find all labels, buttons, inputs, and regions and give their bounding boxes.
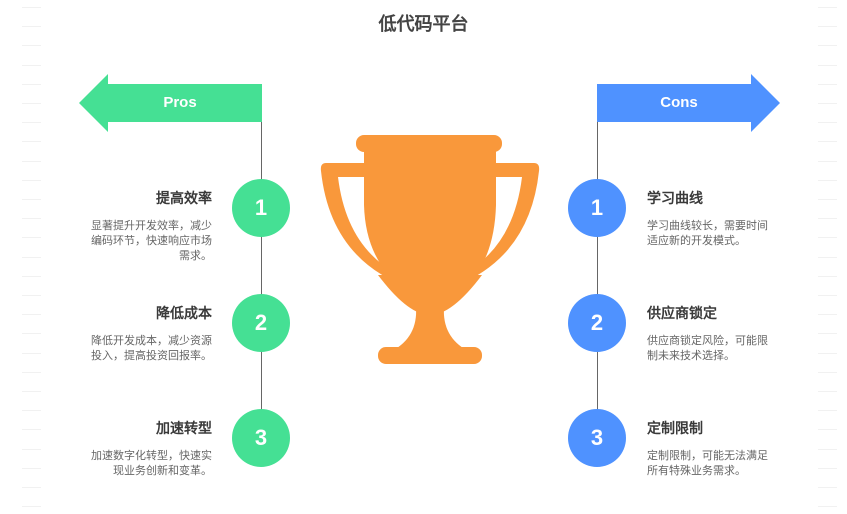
pro-item-1: 提高效率 显著提升开发效率，减少编码环节，快速响应市场需求。 (82, 190, 212, 263)
con-item-desc: 学习曲线较长，需要时间适应新的开发模式。 (647, 219, 768, 247)
cons-timeline-line (597, 122, 598, 440)
pro-number-badge-2: 2 (232, 294, 290, 352)
pros-timeline-line (261, 122, 262, 440)
arrow-left-icon (79, 74, 262, 132)
trophy-icon (318, 135, 542, 371)
background-dashes-right (818, 0, 838, 514)
con-item-title: 供应商锁定 (647, 306, 717, 322)
pro-item-2: 降低成本 降低开发成本，减少资源投入，提高投资回报率。 (82, 305, 212, 363)
cons-label: Cons (660, 94, 698, 111)
con-item-1: 学习曲线 学习曲线较长，需要时间适应新的开发模式。 (647, 190, 777, 248)
con-number-badge-1: 1 (568, 179, 626, 237)
pros-arrow: Pros (79, 74, 262, 132)
pro-item-3: 加速转型 加速数字化转型，快速实现业务创新和变革。 (82, 420, 212, 478)
background-dashes-left (22, 0, 42, 514)
pros-label: Pros (163, 94, 197, 111)
cons-arrow: Cons (597, 74, 780, 132)
page-title: 低代码平台 (378, 14, 469, 35)
con-item-title: 学习曲线 (647, 191, 703, 207)
con-item-desc: 定制限制，可能无法满足所有特殊业务需求。 (647, 449, 768, 477)
con-number-badge-2: 2 (568, 294, 626, 352)
pro-item-title: 加速转型 (156, 421, 212, 437)
pro-number-badge-3: 3 (232, 409, 290, 467)
pro-item-desc: 加速数字化转型，快速实现业务创新和变革。 (91, 449, 212, 477)
pro-item-desc: 显著提升开发效率，减少编码环节，快速响应市场需求。 (91, 219, 212, 262)
pro-number-badge-1: 1 (232, 179, 290, 237)
con-number-badge-3: 3 (568, 409, 626, 467)
arrow-right-icon (597, 74, 780, 132)
pro-item-title: 降低成本 (156, 306, 212, 322)
pro-item-title: 提高效率 (156, 191, 212, 207)
pro-item-desc: 降低开发成本，减少资源投入，提高投资回报率。 (91, 334, 212, 362)
con-item-title: 定制限制 (647, 421, 703, 437)
con-item-3: 定制限制 定制限制，可能无法满足所有特殊业务需求。 (647, 420, 777, 478)
con-item-2: 供应商锁定 供应商锁定风险，可能限制未来技术选择。 (647, 305, 777, 363)
con-item-desc: 供应商锁定风险，可能限制未来技术选择。 (647, 334, 768, 362)
